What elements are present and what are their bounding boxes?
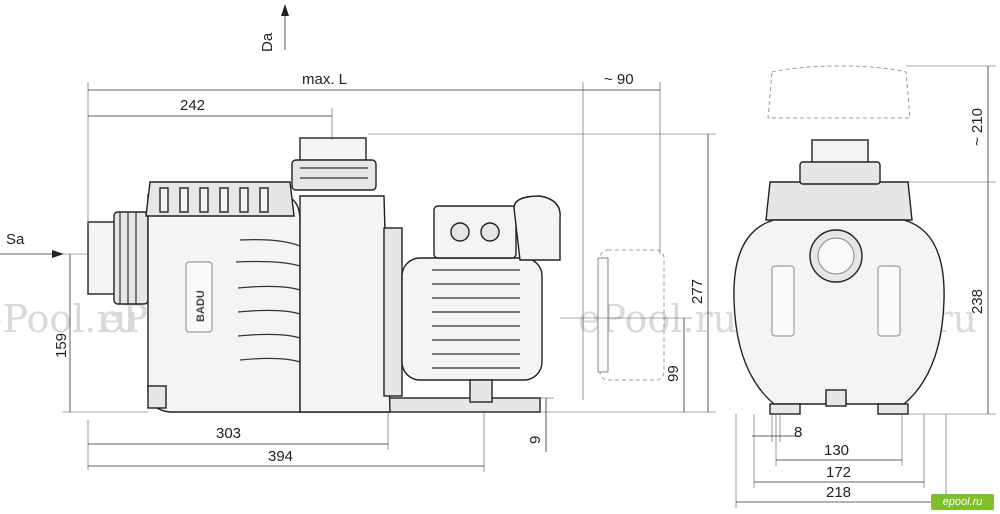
site-badge[interactable]: epool.ru xyxy=(931,494,994,510)
discharge-label: Da xyxy=(259,32,276,52)
strainer-housing xyxy=(147,194,301,413)
front-lid xyxy=(765,181,913,221)
cable-gland-icon xyxy=(480,222,500,242)
suction-arrow-icon xyxy=(52,250,64,258)
dim-218: 218 xyxy=(826,484,851,501)
suction-label: Sa xyxy=(6,231,25,248)
dim-approx-210: ~ 210 xyxy=(969,108,986,146)
dim-9: 9 xyxy=(527,436,544,444)
motor-body xyxy=(401,257,543,381)
dim-277: 277 xyxy=(689,279,706,304)
dim-approx-90: ~ 90 xyxy=(604,71,634,88)
fan-cover-ring xyxy=(597,257,609,373)
dim-8: 8 xyxy=(794,424,802,441)
front-foot xyxy=(769,403,801,415)
dim-max-l: max. L xyxy=(302,71,347,88)
motor-flange xyxy=(383,227,403,397)
flow-arrows: Da Sa xyxy=(0,4,289,258)
lid-removal-outline xyxy=(767,65,911,119)
dim-394: 394 xyxy=(268,448,293,465)
front-view xyxy=(733,65,945,415)
motor-foot xyxy=(469,379,493,403)
dimensions: max. L ~ 90 242 159 303 394 277 99 xyxy=(53,65,996,508)
suction-union-nut xyxy=(113,211,149,305)
discharge-arrow-icon xyxy=(281,4,289,16)
brand-label: BADU xyxy=(195,290,207,322)
terminal-box xyxy=(433,205,517,259)
suction-nozzle xyxy=(87,221,117,295)
front-foot xyxy=(877,403,909,415)
side-view: BADU xyxy=(87,137,665,413)
drain-plug xyxy=(147,385,167,409)
dim-238: 238 xyxy=(969,289,986,314)
brand-plate xyxy=(185,261,213,333)
dim-172: 172 xyxy=(826,464,851,481)
dim-159: 159 xyxy=(53,333,70,358)
site-badge-label: epool.ru xyxy=(942,496,983,508)
cable-gland-icon xyxy=(450,222,470,242)
watermark: ePool.ru xyxy=(0,297,139,341)
discharge-union-nut xyxy=(291,159,377,191)
dim-242: 242 xyxy=(180,97,205,114)
capacitor-housing xyxy=(513,195,561,261)
dim-99: 99 xyxy=(665,365,682,382)
dim-303: 303 xyxy=(216,425,241,442)
dim-130: 130 xyxy=(824,442,849,459)
pump-volute xyxy=(299,195,391,413)
